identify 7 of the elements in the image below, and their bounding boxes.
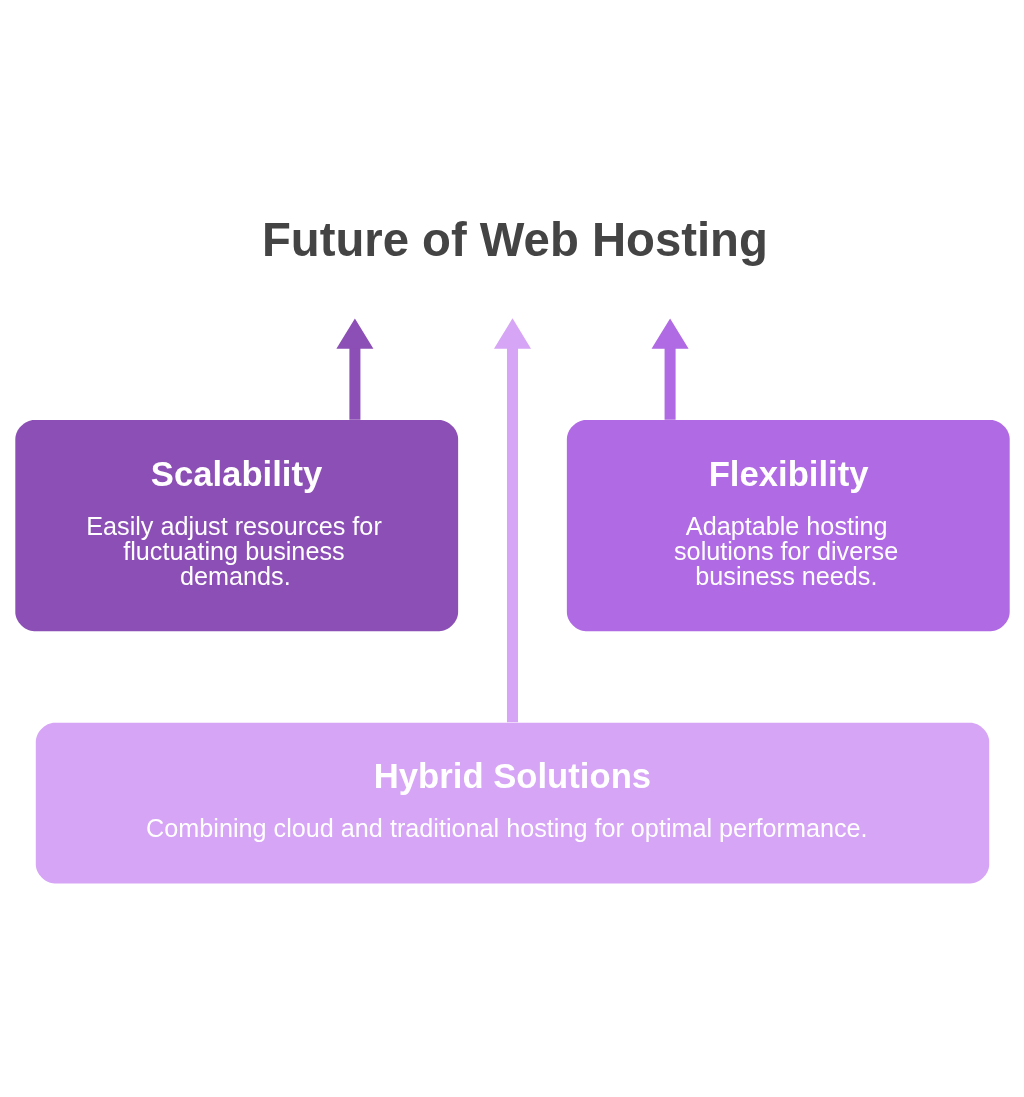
- arrow: [493, 318, 531, 723]
- diagram-title: Future of Web Hosting: [261, 213, 768, 267]
- node-box: Hybrid Solutions Combining cloud and traditional hosting for optimal performance.: [35, 722, 989, 884]
- node-box: Flexibility Adaptable hosting solutions for diverse business needs.: [566, 420, 1010, 632]
- arrow: [335, 318, 373, 420]
- arrow: [651, 318, 689, 420]
- node-box: Scalability Easily adjust resources for fluctuating business demands.: [14, 420, 458, 632]
